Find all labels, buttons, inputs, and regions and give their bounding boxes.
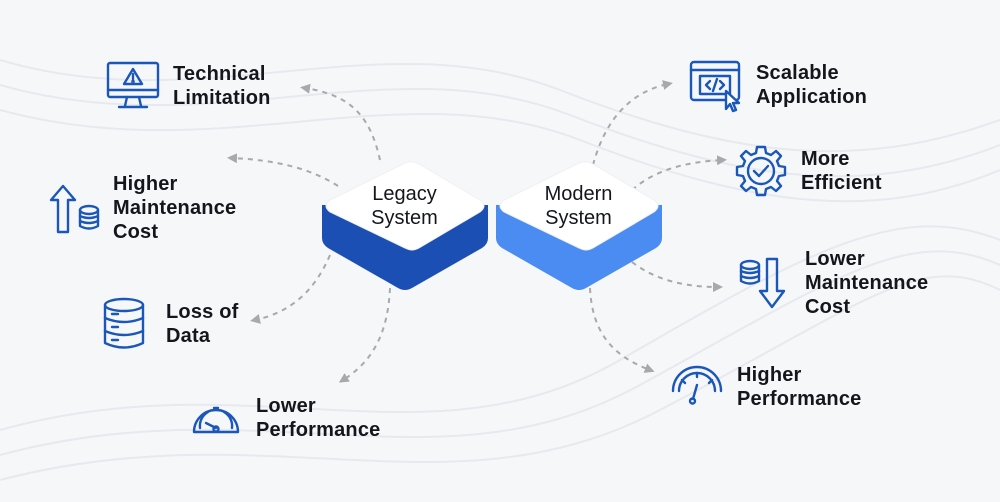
item-label: Scalable Application [756, 62, 868, 108]
item-loss-of-data: Loss of Data [98, 296, 239, 352]
item-label: Technical Limitation [173, 63, 271, 109]
modern-system-label: Modern System [544, 183, 613, 229]
connector-lower-maintenance-cost [631, 261, 723, 292]
legacy-system-tile: Legacy System [312, 160, 497, 295]
coins-arrow-down-icon [737, 255, 793, 311]
legacy-system-label: Legacy System [371, 183, 438, 229]
connector-loss-of-data [250, 254, 331, 324]
database-icon [98, 296, 154, 352]
item-higher-maintenance-cost-legacy: Higher Maintenance Cost [45, 172, 236, 244]
item-higher-performance: Higher Performance [669, 359, 861, 415]
item-label: Higher Performance [737, 364, 862, 410]
item-more-efficient: More Efficient [733, 143, 882, 199]
connector-higher-maintenance-cost [227, 153, 339, 187]
gear-check-icon [733, 143, 789, 199]
item-label: More Efficient [801, 148, 882, 194]
item-label: Loss of Data [166, 301, 239, 347]
speedometer-high-icon [669, 359, 725, 415]
monitor-warning-icon [105, 58, 161, 114]
modern-system-tile: Modern System [486, 160, 671, 295]
connector-scalable-application [592, 80, 673, 166]
item-label: Higher Maintenance Cost [113, 173, 237, 243]
speedometer-low-icon [188, 390, 244, 446]
connector-lower-performance [338, 287, 391, 383]
connector-technical-limitation [300, 83, 381, 161]
item-technical-limitation: Technical Limitation [105, 58, 271, 114]
code-window-cursor-icon [688, 57, 744, 113]
item-label: Lower Performance [256, 395, 381, 441]
item-label: Lower Maintenance Cost [805, 248, 929, 318]
item-lower-maintenance-cost-modern: Lower Maintenance Cost [737, 247, 928, 319]
item-lower-performance: Lower Performance [188, 390, 380, 446]
connector-higher-performance [589, 287, 655, 373]
item-scalable-application: Scalable Application [688, 57, 867, 113]
arrow-up-coins-icon [45, 180, 101, 236]
